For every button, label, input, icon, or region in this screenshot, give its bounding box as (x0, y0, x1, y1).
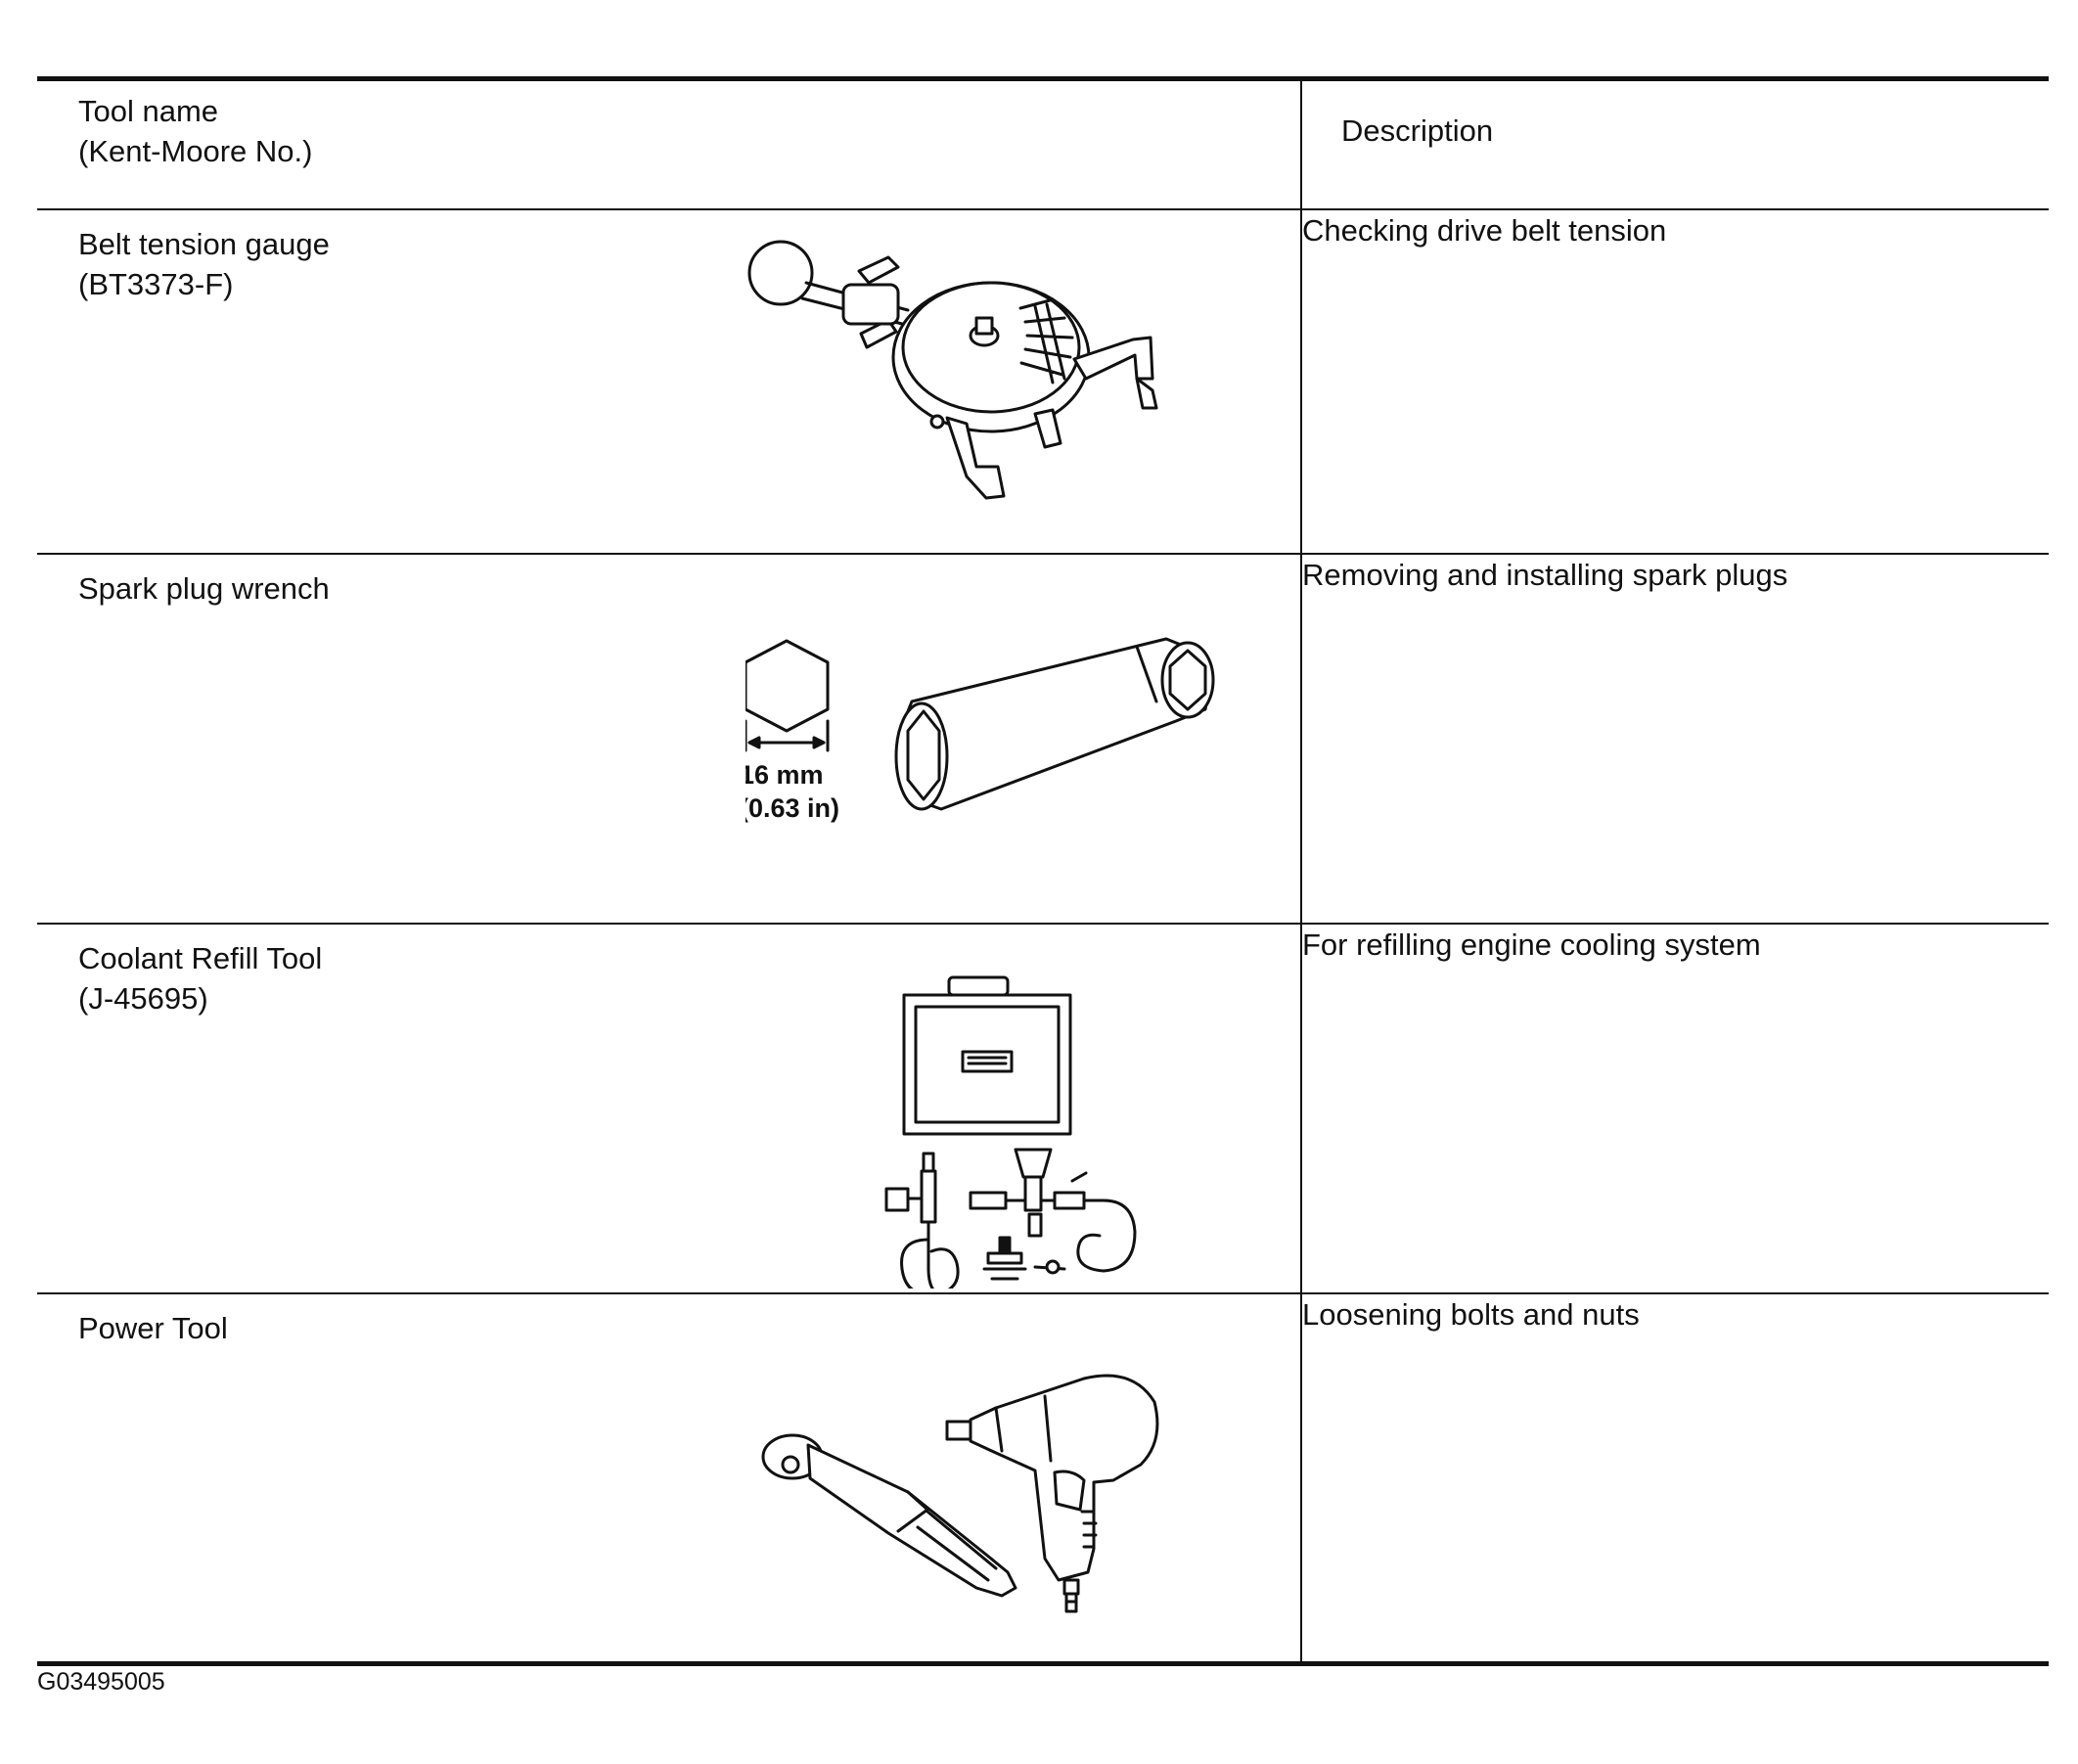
spark-plug-socket-icon: 16 mm (0.63 in) (745, 633, 1293, 897)
tool-name-header-line1: Tool name (78, 94, 219, 128)
kent-moore-number: (BT3373-F) (78, 267, 234, 301)
table-row: Belt tension gauge (BT3373-F) (37, 209, 2049, 554)
hex-size-icon (745, 639, 830, 733)
kent-moore-number: (J-45695) (78, 981, 208, 1016)
tools-table: Tool name (Kent-Moore No.) Description B… (37, 76, 2049, 1666)
belt-tension-gauge-icon (742, 232, 1201, 525)
tool-cell: Spark plug wrench 16 mm (0.63 in) (37, 554, 1302, 924)
tool-cell: Power Tool (37, 1293, 1302, 1663)
tool-name: Coolant Refill Tool (78, 941, 323, 975)
figure-id: G03495005 (37, 1668, 165, 1696)
description-cell: For refilling engine cooling system (1302, 927, 1761, 962)
dimension-in-label: (0.63 in) (745, 793, 839, 823)
table-row: Spark plug wrench 16 mm (0.63 in) (37, 554, 2049, 924)
tool-name: Spark plug wrench (78, 571, 330, 606)
description-column-header: Description (1341, 113, 1494, 148)
tool-name-header-line2: (Kent-Moore No.) (78, 134, 313, 168)
table-row: Coolant Refill Tool (J-45695) (37, 924, 2049, 1293)
special-service-tools-sheet: Tool name (Kent-Moore No.) Description B… (37, 76, 2049, 1666)
coolant-refill-kit-icon (879, 975, 1152, 1289)
table-header-row: Tool name (Kent-Moore No.) Description (37, 78, 2049, 209)
table-row: Power Tool (37, 1293, 2049, 1663)
tool-cell: Coolant Refill Tool (J-45695) (37, 924, 1302, 1293)
dimension-mm-label: 16 mm (745, 760, 824, 790)
tool-name: Belt tension gauge (78, 227, 330, 261)
tool-cell: Belt tension gauge (BT3373-F) (37, 209, 1302, 554)
description-cell: Checking drive belt tension (1302, 213, 1667, 248)
tool-name-column-header: Tool name (Kent-Moore No.) (37, 78, 1302, 209)
impact-wrench-icon (945, 1374, 1159, 1613)
air-ratchet-icon (761, 1433, 1017, 1598)
description-cell: Loosening bolts and nuts (1302, 1297, 1640, 1332)
tool-name: Power Tool (78, 1311, 228, 1345)
description-cell: Removing and installing spark plugs (1302, 558, 1788, 592)
air-tools-icon (761, 1363, 1231, 1637)
